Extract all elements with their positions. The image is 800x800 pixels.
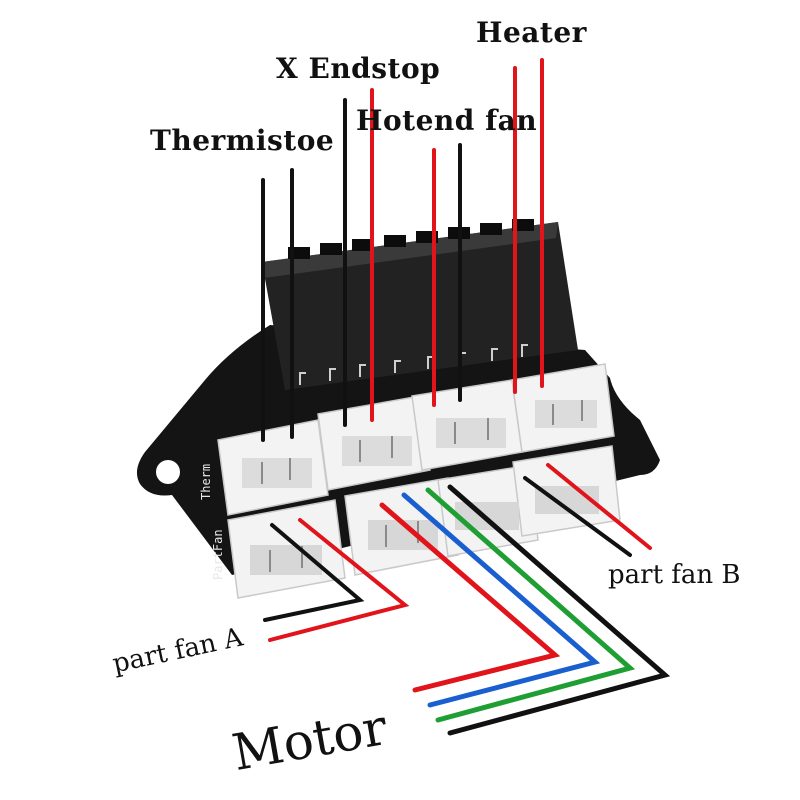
part-fan-a-wires (263, 518, 410, 642)
jst-front-slots (242, 400, 597, 488)
x-endstop-label: X Endstop (276, 52, 441, 85)
top-wires (261, 58, 544, 442)
silkscreen-partfan: PartFan (211, 529, 225, 580)
wire-part-fan-a-black (263, 523, 365, 622)
part-fan-b-wires (523, 463, 652, 557)
hotend-fan-label: Hotend fan (356, 104, 538, 137)
jst-pins (261, 400, 583, 572)
heater-label: Heater (476, 16, 587, 49)
main-header-connector (262, 219, 578, 390)
wire-motor-blue (401, 492, 601, 708)
motor-wires (379, 484, 671, 736)
wire-motor-black (447, 484, 671, 736)
mounting-hole-right (613, 371, 637, 395)
mounting-hole-left (156, 460, 180, 484)
wire-part-fan-a-red (268, 518, 410, 642)
wire-motor-red (379, 502, 561, 693)
silkscreen-therm: Therm (199, 464, 213, 500)
wire-motor-green (425, 487, 636, 723)
wire-part-fan-b-black (523, 476, 632, 557)
part-fan-b-label: part fan B (608, 560, 741, 590)
thermistor-label: Thermistoe (150, 124, 335, 157)
wire-part-fan-b-red (546, 463, 652, 550)
